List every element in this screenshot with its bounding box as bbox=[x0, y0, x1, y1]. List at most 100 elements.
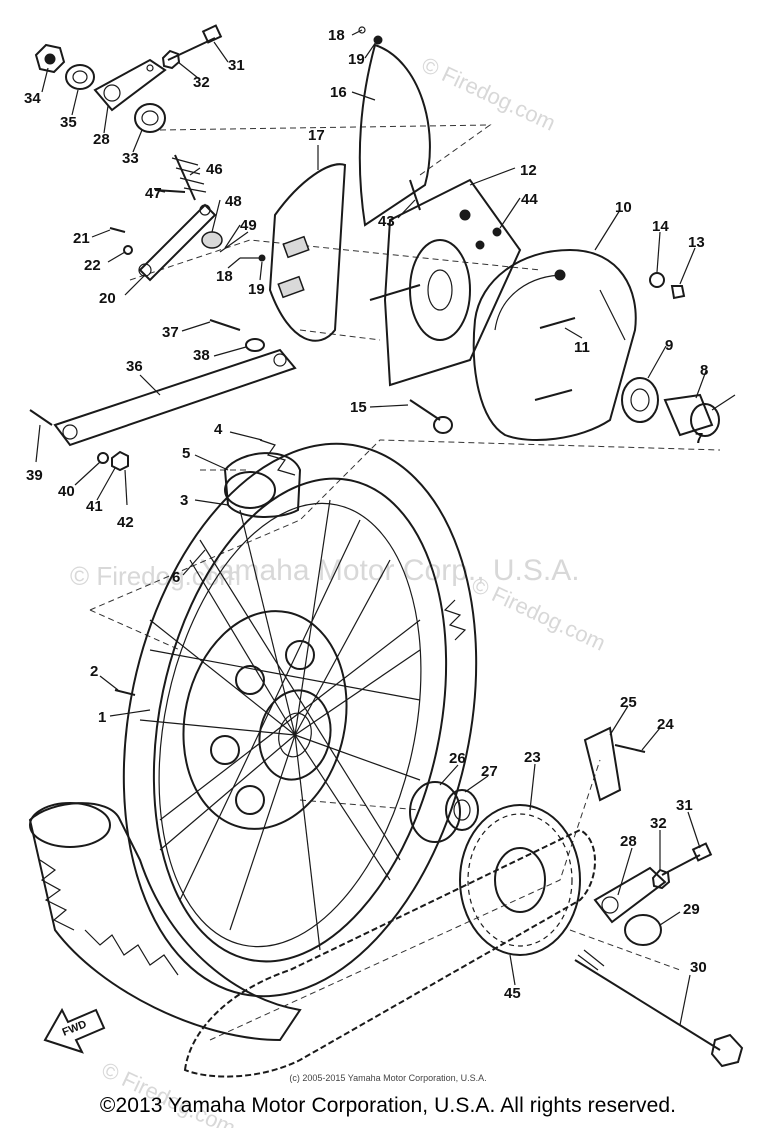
washer-14 bbox=[649, 272, 665, 288]
nut-32 bbox=[161, 49, 181, 70]
cover-plates bbox=[268, 26, 431, 342]
callout-23: 23 bbox=[524, 749, 541, 766]
callout-30: 30 bbox=[690, 959, 707, 976]
watermark-center: Yamaha Motor Corp., U.S.A. bbox=[200, 554, 580, 587]
adjuster-plate-28 bbox=[93, 58, 167, 112]
callout-19-top: 19 bbox=[348, 51, 365, 68]
callout-31-top: 31 bbox=[228, 57, 245, 74]
callout-9: 9 bbox=[665, 337, 673, 354]
callout-26: 26 bbox=[449, 750, 466, 767]
callout-49: 49 bbox=[240, 217, 257, 234]
spacer-29 bbox=[624, 914, 662, 946]
pin-18-top bbox=[358, 26, 366, 34]
plate-17 bbox=[268, 163, 347, 342]
tube-and-band bbox=[223, 452, 302, 518]
axle-30 bbox=[574, 959, 721, 1051]
washer-44 bbox=[492, 227, 502, 237]
callout-39: 39 bbox=[26, 467, 43, 484]
clip-19 bbox=[258, 254, 266, 262]
tire-4 bbox=[122, 442, 478, 998]
hub-bearings-right bbox=[621, 377, 720, 437]
callout-labels: 7 8 9 10 11 12 13 14 15 16 17 18 18 19 1… bbox=[24, 27, 708, 1002]
nut-34 bbox=[34, 43, 66, 74]
washer-22 bbox=[123, 245, 133, 255]
spring-lower bbox=[534, 389, 573, 401]
callout-28-top: 28 bbox=[93, 131, 110, 148]
callout-34: 34 bbox=[24, 90, 41, 107]
callout-19-mid: 19 bbox=[248, 281, 265, 298]
washer-38 bbox=[245, 338, 265, 352]
callout-15: 15 bbox=[350, 399, 367, 416]
callout-18-top: 18 bbox=[328, 27, 345, 44]
callout-6: 6 bbox=[172, 569, 180, 586]
axle-adjuster-left-group bbox=[34, 24, 223, 133]
seal-33 bbox=[134, 103, 166, 133]
callout-24: 24 bbox=[657, 716, 674, 733]
pin-47 bbox=[154, 189, 186, 193]
rear-wheel bbox=[114, 439, 478, 998]
watermark-brand-top: © Firedog.com bbox=[418, 52, 560, 136]
callout-18-mid: 18 bbox=[216, 268, 233, 285]
callout-32-right: 32 bbox=[650, 815, 667, 832]
cushion-48 bbox=[201, 231, 223, 249]
forward-arrow: FWD bbox=[43, 1007, 106, 1054]
callout-42: 42 bbox=[117, 514, 134, 531]
plate-16 bbox=[358, 43, 431, 227]
drive-side bbox=[183, 781, 596, 1078]
sprocket-23 bbox=[459, 804, 581, 956]
callout-35: 35 bbox=[60, 114, 77, 131]
callout-40: 40 bbox=[58, 483, 75, 500]
pin-42 bbox=[124, 469, 128, 506]
callout-13: 13 bbox=[688, 234, 705, 251]
spoke-2 bbox=[114, 689, 136, 696]
callout-45: 45 bbox=[504, 985, 521, 1002]
brake-arm-group bbox=[109, 154, 266, 282]
callout-31-right: 31 bbox=[676, 797, 693, 814]
callout-43: 43 bbox=[378, 213, 395, 230]
callout-32-top: 32 bbox=[193, 74, 210, 91]
callout-10: 10 bbox=[615, 199, 632, 216]
callout-46: 46 bbox=[206, 161, 223, 178]
axle-adjuster-right-group bbox=[574, 726, 744, 1068]
callout-1: 1 bbox=[98, 709, 106, 726]
tire-section-cutaway bbox=[28, 802, 302, 1042]
seal-27 bbox=[445, 789, 479, 831]
plate-25 bbox=[583, 726, 622, 802]
watermarks: © Firedog.com Yamaha Motor Corp., U.S.A.… bbox=[70, 52, 609, 1128]
bolt-31b bbox=[661, 854, 701, 876]
callout-33: 33 bbox=[122, 150, 139, 167]
callout-29: 29 bbox=[683, 901, 700, 918]
bearing-26 bbox=[409, 781, 461, 843]
callout-36: 36 bbox=[126, 358, 143, 375]
brake-shoe-plate-12 bbox=[369, 178, 522, 387]
callout-20: 20 bbox=[99, 290, 116, 307]
callout-3: 3 bbox=[180, 492, 188, 509]
bolt-21 bbox=[109, 227, 126, 233]
callout-12: 12 bbox=[520, 162, 537, 179]
copyright-notice: ©2013 Yamaha Motor Corporation, U.S.A. A… bbox=[99, 1094, 677, 1117]
torque-rod-36 bbox=[53, 348, 297, 447]
brake-shoes bbox=[472, 248, 637, 441]
small-credit: (c) 2005-2015 Yamaha Motor Corporation, … bbox=[289, 1073, 487, 1083]
spacer-35 bbox=[65, 64, 95, 90]
callout-44: 44 bbox=[521, 191, 538, 208]
shoe-hardware bbox=[649, 272, 686, 300]
chain-45 bbox=[183, 828, 596, 1078]
bolt-37 bbox=[209, 319, 241, 331]
callout-25: 25 bbox=[620, 694, 637, 711]
spokes bbox=[139, 499, 421, 951]
callout-17: 17 bbox=[308, 127, 325, 144]
nut-41 bbox=[111, 450, 129, 472]
washer-40 bbox=[97, 452, 109, 464]
callout-47: 47 bbox=[145, 185, 162, 202]
callout-22: 22 bbox=[84, 257, 101, 274]
tube-5 bbox=[223, 452, 302, 518]
callout-37: 37 bbox=[162, 324, 179, 341]
spring-upper bbox=[539, 317, 576, 329]
brake-drum-hub bbox=[182, 610, 348, 830]
leader-lines bbox=[35, 29, 736, 1026]
callout-41: 41 bbox=[86, 498, 103, 515]
callout-8: 8 bbox=[700, 362, 708, 379]
hub-center bbox=[258, 689, 332, 781]
